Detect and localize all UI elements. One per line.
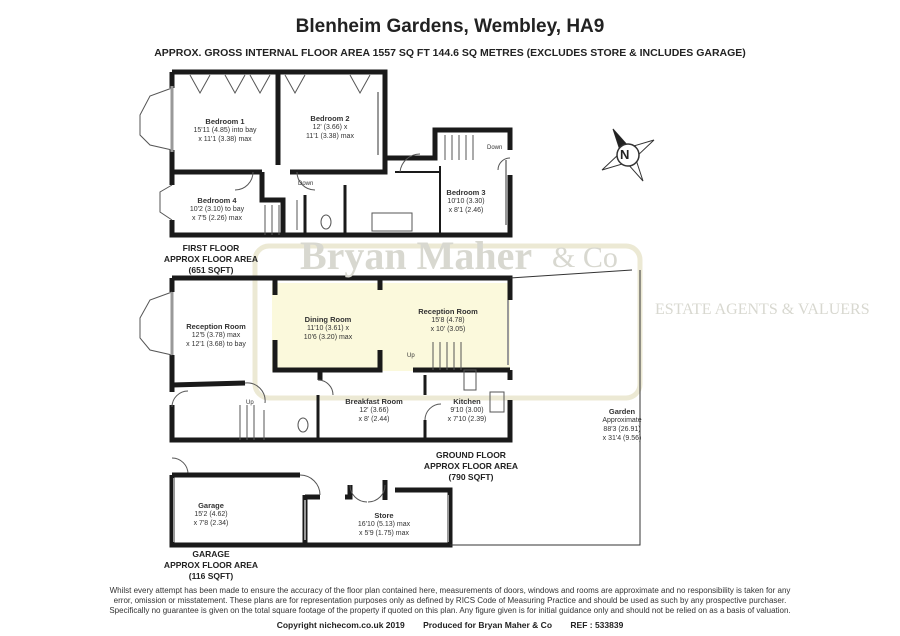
watermark-co: & Co (552, 241, 618, 274)
stair-label-down: Down (298, 181, 314, 187)
compass-label: N (620, 147, 630, 162)
watermark-name: Bryan Maher (300, 233, 533, 278)
garden-outline (450, 269, 641, 546)
plan-title: Blenheim Gardens, Wembley, HA9 (295, 16, 605, 37)
copyright: Copyright nichecom.co.uk 2019 (276, 620, 405, 630)
first-floor-walls (169, 69, 513, 238)
watermark-frame (252, 243, 643, 401)
plan-subtitle: APPROX. GROSS INTERNAL FLOOR AREA 1557 S… (154, 47, 746, 59)
reference: REF : 533839 (570, 620, 624, 630)
compass-icon (601, 128, 655, 182)
watermark-tagline: ESTATE AGENTS & VALUERS (655, 301, 870, 318)
first-floor-details (139, 74, 511, 235)
produced-for: Produced for Bryan Maher & Co (423, 620, 553, 630)
stair-label-down: Down (487, 145, 503, 151)
ground-floor-details (139, 291, 509, 475)
footer: Copyright nichecom.co.uk 2019 Produced f… (0, 620, 900, 630)
stair-label-up: Up (407, 353, 415, 359)
stair-label-up: Up (246, 400, 254, 406)
disclaimer: Whilst every attempt has been made to en… (109, 586, 791, 615)
